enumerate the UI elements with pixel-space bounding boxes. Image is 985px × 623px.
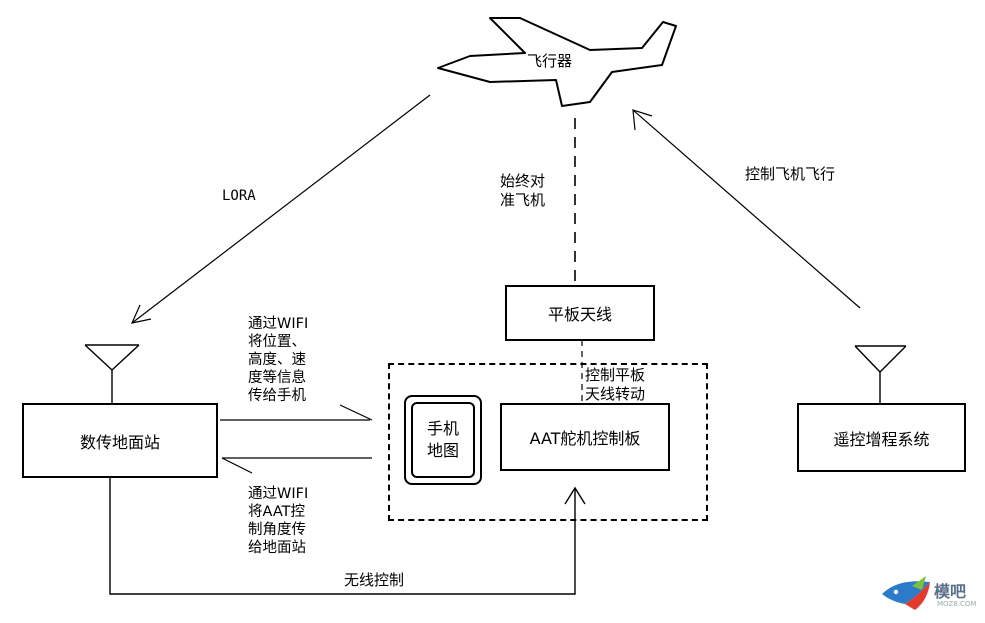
aat-board-box: AAT舵机控制板 bbox=[500, 403, 670, 471]
watermark-logo-icon bbox=[882, 576, 930, 610]
control-flight-arrow bbox=[632, 109, 861, 309]
panel-antenna-box: 平板天线 bbox=[505, 285, 655, 341]
rc-extender-box: 遥控增程系统 bbox=[797, 403, 966, 472]
lora-label: LORA bbox=[222, 188, 256, 204]
rc-antenna-icon bbox=[854, 345, 907, 403]
wifi-to-ground-label: 通过WIFI 将AAT控 制角度传 给地面站 bbox=[248, 486, 309, 556]
wireless-control-line bbox=[109, 476, 576, 595]
wireless-control-arrowhead bbox=[564, 486, 586, 505]
watermark-brand: 模吧 bbox=[934, 582, 967, 601]
ground-antenna-icon bbox=[84, 344, 140, 403]
ground-station-label: 数传地面站 bbox=[79, 432, 160, 452]
control-antenna-label: 控制平板 天线转动 bbox=[585, 366, 646, 403]
airplane-shape bbox=[437, 17, 677, 107]
control-flight-label: 控制飞机飞行 bbox=[745, 165, 836, 183]
lora-arrow bbox=[131, 94, 431, 324]
wifi-to-phone-label: 通过WIFI 将位置、 高度、速 度等信息 传给手机 bbox=[248, 316, 309, 404]
always-aim-label: 始终对 准飞机 bbox=[500, 172, 546, 209]
lora-arrowhead bbox=[130, 304, 152, 324]
wifi-to-ground-arrowhead bbox=[221, 457, 253, 474]
aat-group-dashed-box bbox=[388, 363, 708, 521]
phone-map-box: 手机 地图 bbox=[404, 395, 482, 485]
wifi-to-phone-arrowhead bbox=[339, 404, 373, 421]
aircraft-label: 飞行器 bbox=[527, 52, 573, 70]
wireless-control-label: 无线控制 bbox=[344, 571, 405, 589]
phone-map-label: 手机 地图 bbox=[411, 402, 475, 478]
rc-extender-label: 遥控增程系统 bbox=[833, 429, 930, 449]
control-flight-arrowhead bbox=[632, 109, 653, 131]
ground-station-box: 数传地面站 bbox=[22, 403, 218, 478]
aat-board-label: AAT舵机控制板 bbox=[529, 429, 641, 448]
panel-antenna-label: 平板天线 bbox=[547, 305, 612, 324]
watermark-site: MOZ8.COM bbox=[937, 600, 977, 608]
